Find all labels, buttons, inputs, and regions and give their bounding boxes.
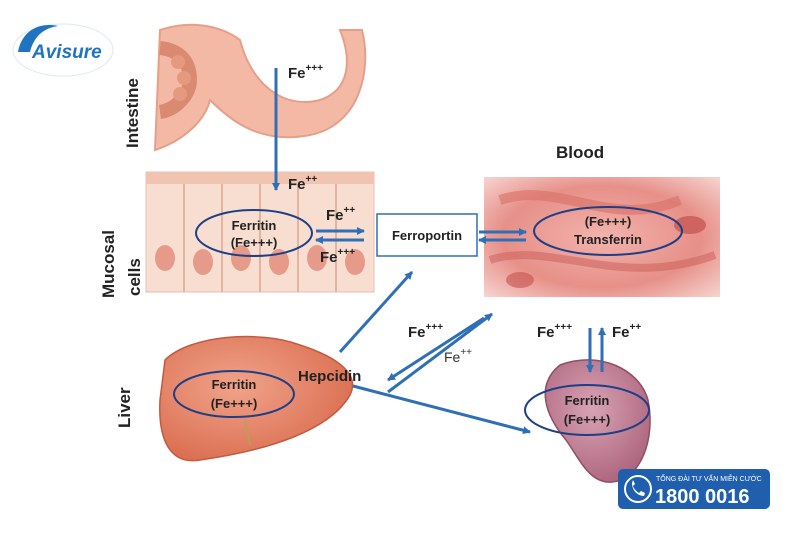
arrow-liver-to-blood — [387, 312, 493, 394]
intestine-illustration — [153, 23, 367, 152]
logo-swoosh-icon — [18, 25, 58, 52]
ferritin-liver-fe: (Fe+++) — [211, 396, 258, 411]
fe2-mucosa-out: Fe++ — [326, 205, 355, 224]
fe2-spleen-to-blood: Fe++ — [612, 322, 641, 341]
ferritin-spleen-ellipse — [524, 384, 650, 436]
ferritin-mucosa-label: Ferritin — [232, 218, 277, 233]
hotline-number: 1800 0016 — [655, 486, 750, 508]
ferroportin-box — [376, 213, 478, 257]
ferritin-liver-label: Ferritin — [212, 377, 257, 392]
brand-name: Avisure — [31, 42, 102, 63]
fe3-mucosa-in: Fe+++ — [320, 247, 355, 266]
phone-icon — [624, 475, 652, 503]
ferroportin-label: Ferroportin — [392, 228, 462, 243]
cells-label: cells — [125, 258, 144, 296]
intestine-label: Intestine — [123, 78, 142, 148]
hepcidin-label: Hepcidin — [298, 368, 361, 385]
arrow-blood-to-liver — [387, 316, 485, 382]
transferrin-ellipse — [533, 206, 683, 256]
ferritin-mucosa-ellipse — [195, 209, 313, 257]
hotline-badge[interactable]: TỔNG ĐÀI TƯ VẤN MIỄN CƯỚC 1800 0016 — [618, 469, 770, 509]
ferritin-spleen-label: Ferritin — [565, 393, 610, 408]
liver-illustration — [159, 335, 354, 462]
transferrin-fe: (Fe+++) — [585, 214, 632, 229]
mucosal-label: Mucosal — [99, 230, 118, 298]
hotline-caption: TỔNG ĐÀI TƯ VẤN MIỄN CƯỚC — [656, 473, 762, 483]
blood-label: Blood — [556, 143, 604, 162]
liver-label: Liver — [115, 387, 134, 428]
ferritin-liver-ellipse — [173, 370, 295, 418]
fe3-intestine: Fe+++ — [288, 63, 323, 82]
avisure-logo[interactable]: Avisure — [12, 23, 114, 77]
mucosal-cells-illustration — [145, 171, 375, 293]
arrow-hepcidin-to-ferroportin — [338, 270, 414, 354]
fe3-blood-to-spleen: Fe+++ — [537, 322, 572, 341]
arrow-liver-to-spleen — [352, 384, 531, 435]
fe2-liver-to-blood: Fe++ — [444, 347, 472, 365]
transferrin-label: Transferrin — [574, 232, 642, 247]
ferritin-mucosa-fe: (Fe+++) — [231, 235, 278, 250]
fe2-mucosa: Fe++ — [288, 174, 317, 193]
fe3-blood-to-liver: Fe+++ — [408, 322, 443, 341]
ferritin-spleen-fe: (Fe+++) — [564, 412, 611, 427]
